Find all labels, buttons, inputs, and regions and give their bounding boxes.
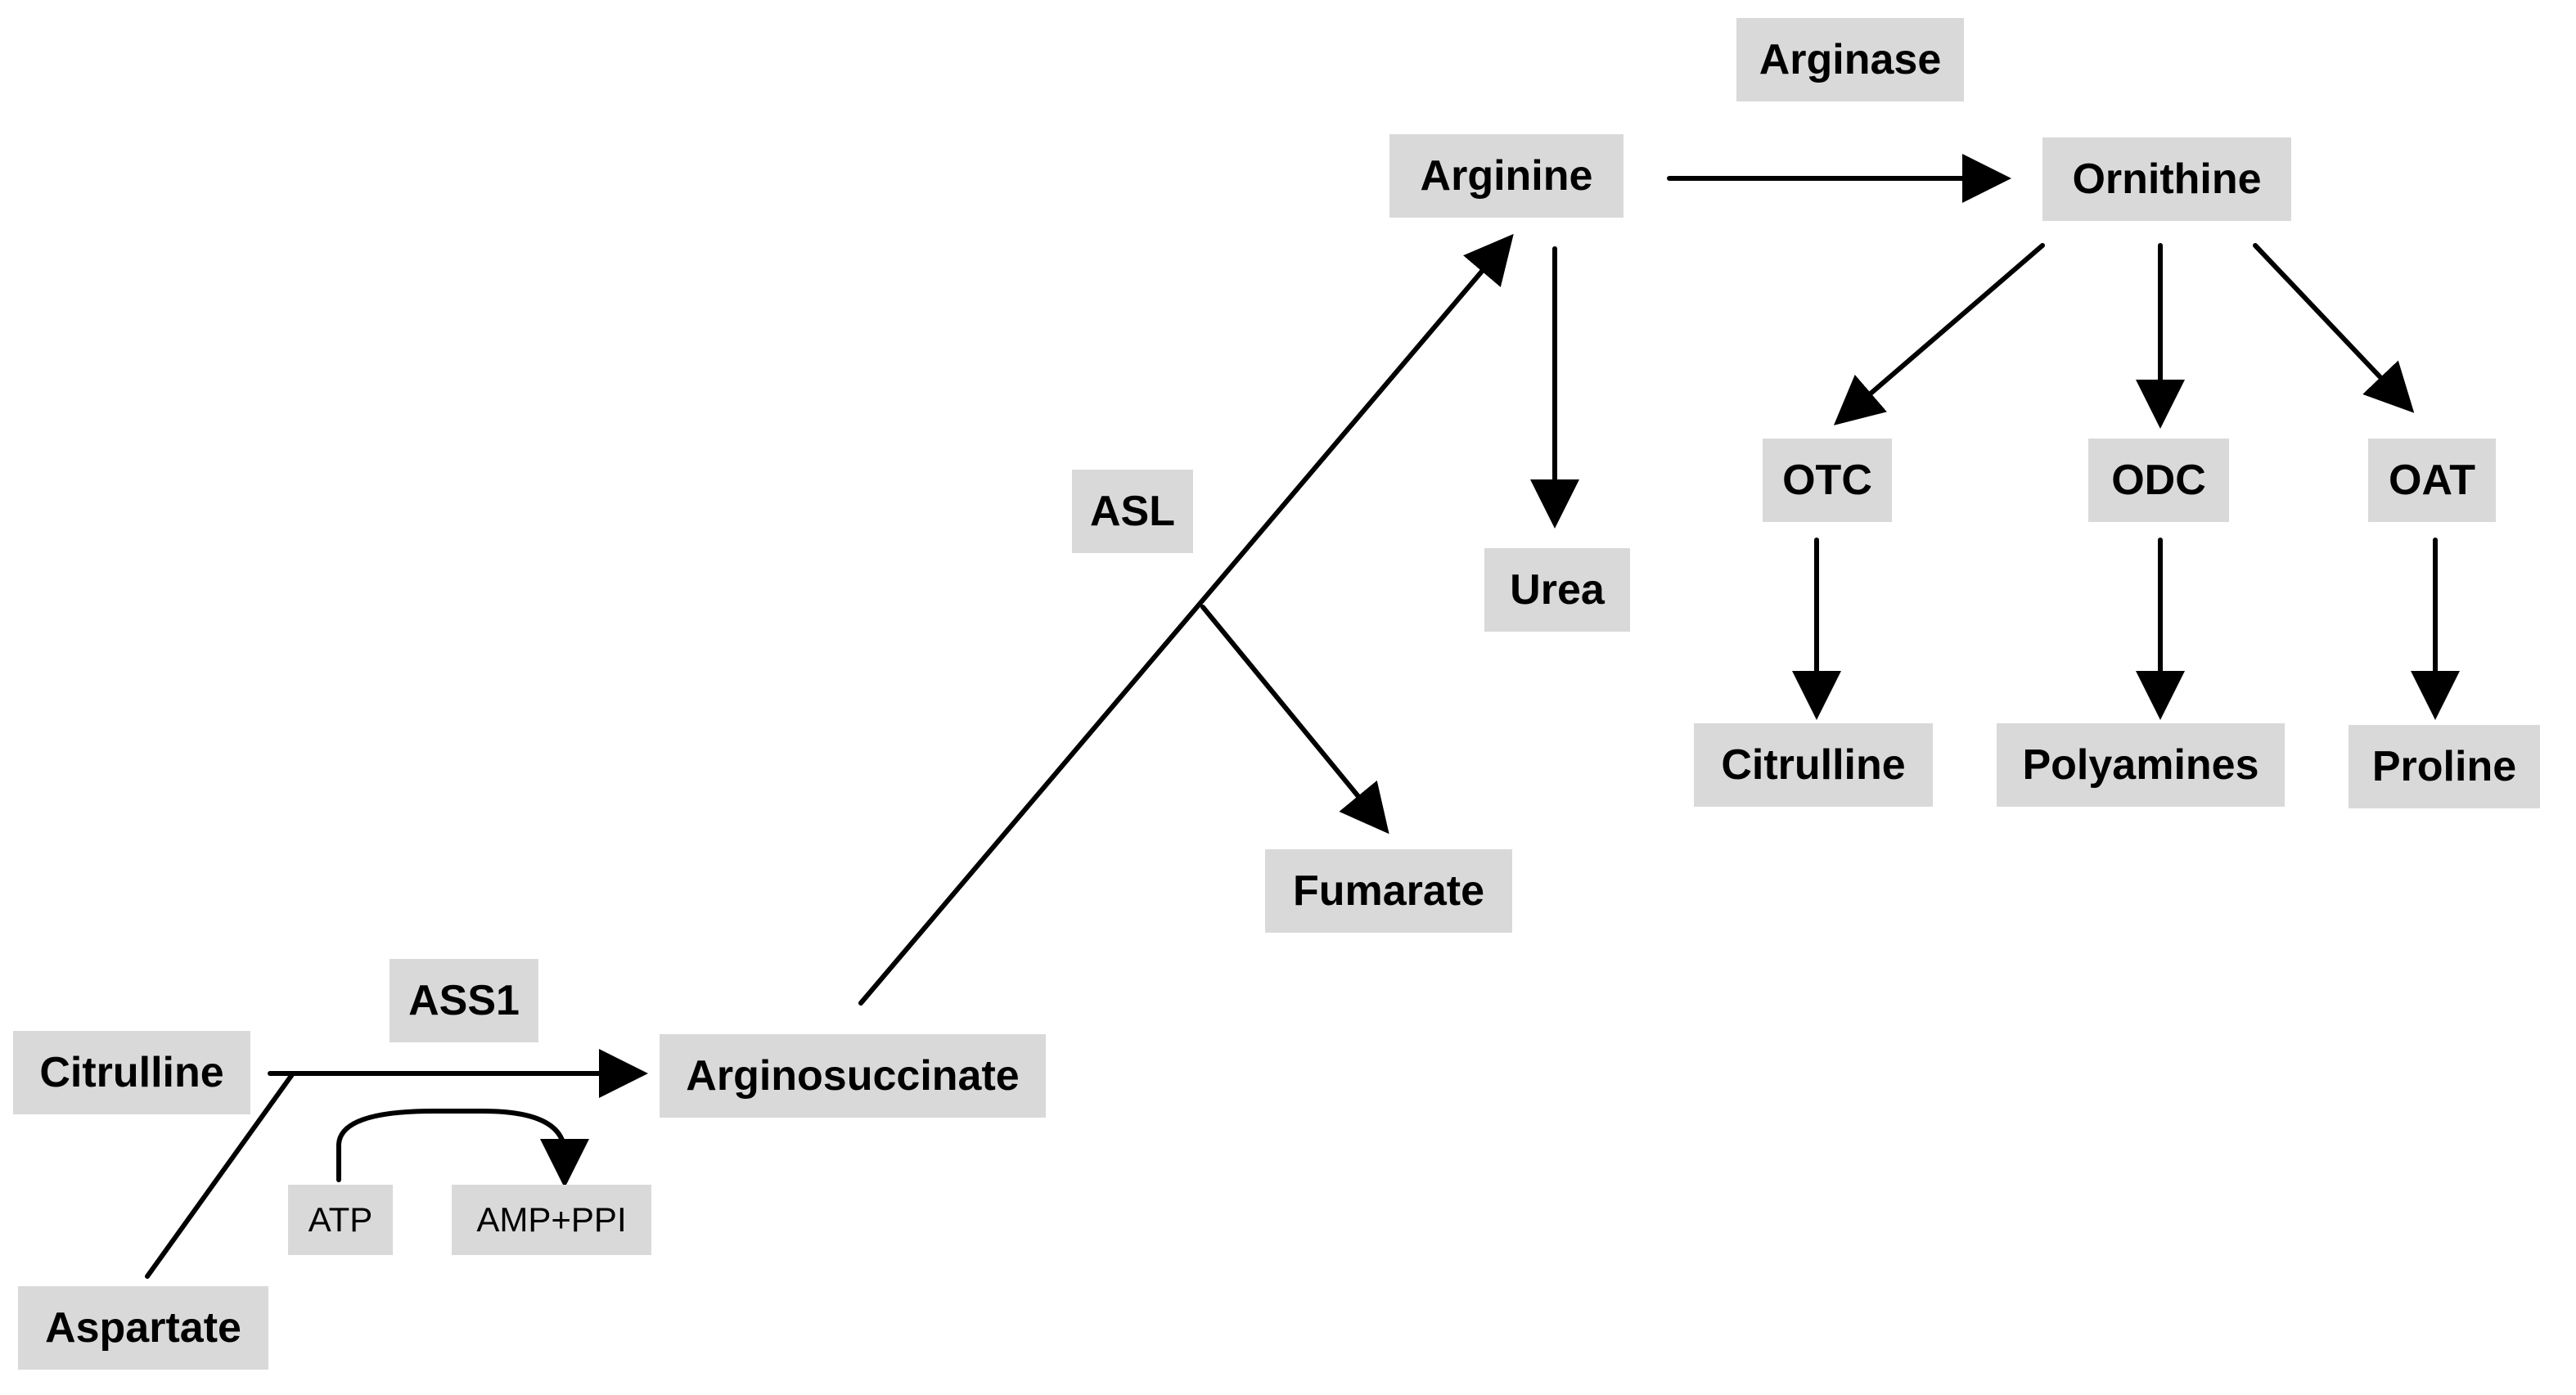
branch-to-fumarate-arrow (1200, 605, 1389, 835)
atp-box: ATP (288, 1185, 393, 1255)
fumarate-box: Fumarate (1265, 849, 1512, 933)
arginase-enzyme-box: Arginase (1736, 18, 1964, 101)
urea-box: Urea (1484, 548, 1630, 632)
ornithine-box: Ornithine (2042, 137, 2291, 221)
aspartate-to-reaction-line (145, 1071, 295, 1279)
arginine-box: Arginine (1389, 134, 1624, 218)
asl-enzyme-box: ASL (1072, 470, 1193, 553)
proline-box: Proline (2349, 725, 2540, 808)
arginosuccinate-to-arginine-arrow (858, 233, 1514, 1006)
polyamines-box: Polyamines (1997, 723, 2285, 807)
ornithine-to-otc-arrow (1833, 243, 2045, 425)
amp-ppi-box: AMP+PPI (452, 1185, 651, 1255)
arginosuccinate-box: Arginosuccinate (660, 1034, 1046, 1118)
ass1-enzyme-box: ASS1 (390, 959, 538, 1042)
odc-enzyme-box: ODC (2088, 439, 2229, 522)
citrulline-right-box: Citrulline (1694, 723, 1933, 807)
atp-to-amp-curved-arrow (336, 1109, 589, 1188)
citrulline-left-box: Citrulline (13, 1031, 250, 1114)
oat-enzyme-box: OAT (2368, 439, 2496, 522)
ornithine-to-oat-arrow (2253, 243, 2415, 413)
aspartate-box: Aspartate (18, 1286, 268, 1370)
otc-enzyme-box: OTC (1763, 439, 1892, 522)
